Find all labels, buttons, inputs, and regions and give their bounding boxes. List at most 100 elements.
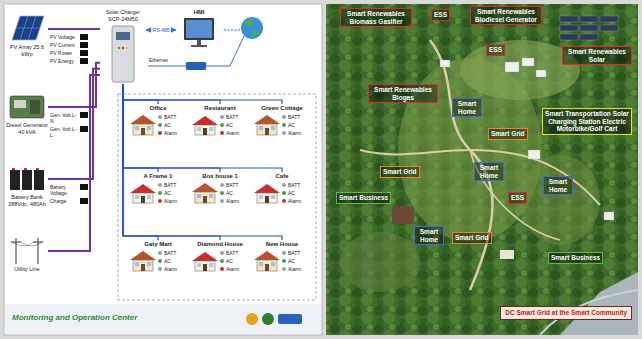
indicator-list: BATTACAlarm [282, 113, 310, 137]
tag-label: Smart Renewables Biomass Gasifier [343, 10, 409, 25]
indicator-row: BATT [282, 249, 310, 257]
indicator-label: Alarm [164, 198, 177, 204]
house-name: Box house 1 [192, 173, 248, 180]
house-name: Gaty Mart [130, 241, 186, 248]
feeder-line [123, 84, 282, 172]
area-tag: ESS [431, 9, 450, 21]
reading-label: Charge [50, 198, 79, 204]
indicator-row: AC [158, 257, 186, 265]
indicator-label: BATT [226, 250, 238, 256]
indicator-dot [220, 131, 224, 135]
indicator-row: Alarm [282, 265, 310, 273]
house-name: Restaurant [192, 105, 248, 112]
node-label: PV Array 25.6 kWp [6, 44, 48, 57]
photo-caption: DC Smart Grid at the Smart Community [500, 306, 632, 320]
house-unit: RestaurantBATTAC Alarm [190, 104, 250, 139]
indicator-row: BATT [158, 249, 186, 257]
indicator-label: BATT [288, 250, 300, 256]
indicator-row: Alarm [282, 197, 310, 205]
reading-label: PV Energy [50, 58, 79, 64]
house-name: Green Cottage [254, 105, 310, 112]
indicator-label: BATT [288, 114, 300, 120]
indicator-dot [282, 259, 286, 263]
indicator-row: AC [282, 257, 310, 265]
area-tag: Smart Grid [488, 128, 528, 140]
indicator-list: BATTACAlarm [282, 181, 310, 205]
indicator-row: BATT [158, 113, 186, 121]
indicator-row: BATT [220, 249, 248, 257]
hmi-screen: HMI [176, 8, 222, 52]
indicator-label: AC [226, 122, 233, 128]
feeder-line [123, 84, 158, 104]
indicator-row: BATT [220, 181, 248, 189]
ethernet-switch [186, 62, 206, 70]
tag-label: Smart Renewables Solar [565, 48, 629, 63]
tag-label: Smart Renewables Biogas [371, 86, 435, 101]
area-tag: Smart Transportation Solar Charging Stat… [542, 108, 632, 135]
indicator-label: Alarm [288, 266, 301, 272]
indicator-row: Alarm [158, 197, 186, 205]
indicator-label: BATT [288, 182, 300, 188]
tag-label: ESS [489, 46, 502, 54]
area-tag: Smart Renewables Biogas [368, 84, 438, 103]
screen-panel [4, 4, 322, 335]
tag-label: ESS [434, 11, 447, 19]
indicator-dot [158, 199, 162, 203]
tag-label: ESS [511, 194, 524, 202]
area-tag: Smart Home [414, 226, 444, 245]
feeder-line [123, 84, 158, 172]
link-label: RS-485 [152, 27, 171, 33]
indicator-list: BATTACAlarm [220, 181, 248, 205]
internet-globe [241, 17, 263, 39]
indicator-dot [220, 115, 224, 119]
indicator-row: BATT [282, 113, 310, 121]
tag-label: Smart Home [455, 100, 479, 115]
power-line [48, 28, 100, 30]
indicator-dot [158, 191, 162, 195]
tag-label: Smart Renewables Biodiesel Generator [473, 8, 539, 23]
indicator-row: Alarm [220, 129, 248, 137]
house-icons [130, 115, 280, 271]
indicator-row: AC [158, 189, 186, 197]
indicator-row: Alarm [282, 129, 310, 137]
pv-array-icon [12, 16, 44, 40]
indicator-row: Alarm [158, 265, 186, 273]
load-area [118, 94, 316, 300]
indicator-label: Alarm [164, 130, 177, 136]
indicator-label: Alarm [288, 198, 301, 204]
feeder-line [123, 84, 282, 104]
indicator-row: AC [158, 121, 186, 129]
indicator-row: AC [282, 121, 310, 129]
reading-label: Battery Voltage [50, 184, 79, 196]
area-tag: ESS [508, 192, 527, 204]
area-tag: Smart Renewables Biodiesel Generator [470, 6, 542, 25]
indicator-label: AC [288, 258, 295, 264]
indicator-dot [282, 183, 286, 187]
house-unit: Diamond HouseBATTACAlarm [190, 240, 250, 275]
feeder-line [123, 84, 282, 240]
power-source: Battery Bank 288Vdc, 480Ah [6, 164, 48, 208]
indicator-label: Alarm [226, 130, 239, 136]
charger-device: Solar Charger SCP-24M50 [100, 8, 146, 84]
indicator-label: AC [164, 258, 171, 264]
indicator-dot [220, 251, 224, 255]
house-unit: Green CottageBATTACAlarm [252, 104, 312, 139]
indicator-label: AC [226, 258, 233, 264]
feeder-line [123, 84, 220, 104]
indicator-dot [282, 115, 286, 119]
area-tag: Smart Business [336, 192, 391, 204]
reading-label: Ethernet [149, 57, 168, 63]
indicator-dot [282, 251, 286, 255]
indicator-row: BATT [220, 113, 248, 121]
indicator-dot [220, 267, 224, 271]
indicator-dot [158, 131, 162, 135]
house-name: Cafe [254, 173, 310, 180]
area-tag: Smart Renewables Solar [562, 46, 632, 65]
diesel-generator-icon [10, 96, 44, 118]
indicator-list: BATTAC Alarm [220, 113, 248, 137]
area-tag: Smart Grid [452, 232, 492, 244]
house-unit: Gaty MartBATTACAlarm [128, 240, 188, 275]
